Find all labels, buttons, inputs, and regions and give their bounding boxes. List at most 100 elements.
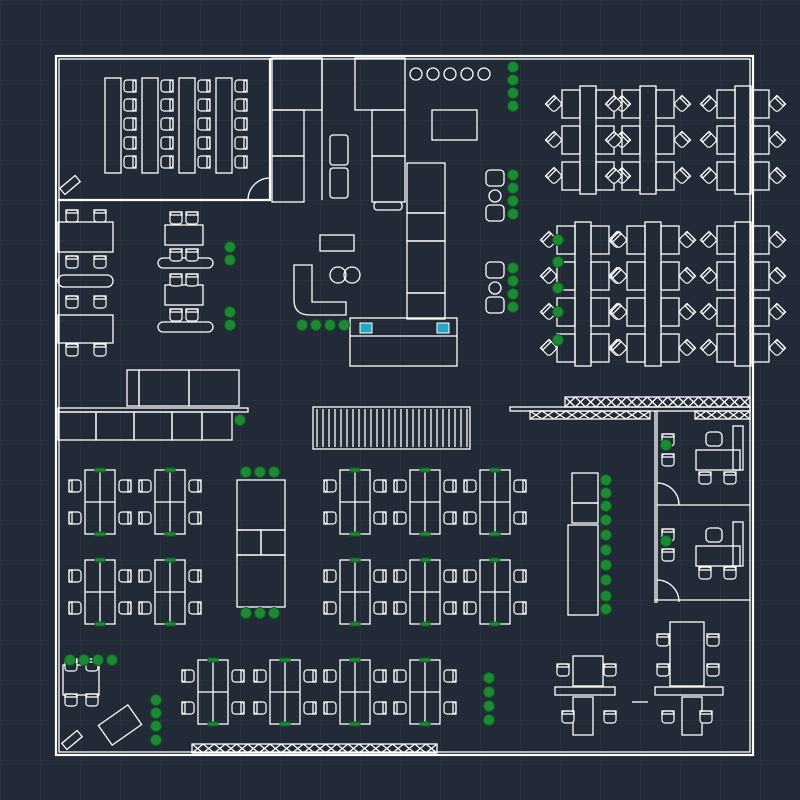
truss-segment: [369, 743, 382, 754]
truss-beams: [191, 396, 751, 754]
chair: [181, 701, 195, 715]
private-offices: [654, 411, 750, 603]
chair: [118, 601, 132, 615]
chair: [138, 601, 152, 615]
chair: [93, 295, 107, 309]
chair: [169, 273, 183, 287]
plant-icon: [234, 414, 246, 426]
plant-icon: [552, 306, 564, 318]
workstation-desk: [750, 89, 770, 119]
chair: [234, 79, 248, 93]
workstation-desk: [660, 297, 680, 327]
truss-segment: [380, 743, 393, 754]
chair: [443, 601, 457, 615]
training-desk: [104, 77, 122, 174]
chair: [443, 669, 457, 683]
cluster-spine: [574, 221, 592, 367]
chair: [185, 211, 199, 225]
chair: [393, 601, 407, 615]
truss-segment: [191, 743, 204, 754]
chair: [197, 155, 211, 169]
workstation-desk: [621, 89, 641, 119]
chair: [513, 601, 527, 615]
chair: [85, 693, 99, 707]
chair: [68, 479, 82, 493]
truss-segment: [577, 410, 591, 420]
chair: [323, 601, 337, 615]
chair: [513, 479, 527, 493]
truss-segment: [585, 396, 597, 408]
chair: [197, 79, 211, 93]
truss-segment: [325, 743, 338, 754]
workstation-desk: [750, 161, 770, 191]
plant-icon: [150, 734, 162, 746]
pod-plant: [419, 531, 431, 537]
desk-pod: [253, 657, 317, 727]
pod-plant: [489, 621, 501, 627]
pod-plant: [489, 557, 501, 563]
plant-icon: [254, 466, 266, 478]
chair: [185, 248, 199, 262]
chair: [188, 601, 202, 615]
tall-cabinets: [236, 472, 599, 616]
truss-segment: [258, 743, 271, 754]
pod-plant: [164, 467, 176, 473]
pod-plant: [419, 467, 431, 473]
chair: [160, 79, 174, 93]
plant-icon: [600, 487, 612, 499]
truss-segment: [716, 410, 729, 420]
plant-icon: [600, 474, 612, 486]
cluster-spine: [734, 221, 752, 367]
workstation-desk: [716, 125, 736, 155]
desk-pod: [323, 557, 387, 627]
plant-icon: [296, 319, 308, 331]
file-cabinets-mid: [57, 369, 249, 441]
truss-segment: [347, 743, 360, 754]
truss-segment: [727, 410, 740, 420]
chair: [443, 569, 457, 583]
pod-plant: [349, 467, 361, 473]
chair: [323, 701, 337, 715]
truss-segment: [269, 743, 282, 754]
cabinet-block-top: [271, 57, 406, 211]
plant-icon: [64, 654, 76, 666]
pod-plant: [164, 621, 176, 627]
truss-segment: [213, 743, 226, 754]
pantry-area: [293, 67, 491, 367]
chair: [197, 98, 211, 112]
chair: [160, 98, 174, 112]
plant-icon: [483, 672, 495, 684]
pod-plant: [419, 621, 431, 627]
truss-segment: [425, 743, 438, 754]
plant-icon: [507, 195, 519, 207]
plant-icon: [600, 574, 612, 586]
workstation-desk: [716, 225, 736, 255]
chair: [188, 479, 202, 493]
door-swing: [58, 174, 82, 196]
workstation-desk: [750, 261, 770, 291]
chair: [160, 155, 174, 169]
reception-desks: [554, 621, 724, 736]
plant-icon: [268, 607, 280, 619]
workstation-desk: [655, 161, 675, 191]
chair: [197, 117, 211, 131]
workstation-clusters-right: [539, 85, 787, 367]
plant-icon: [507, 301, 519, 313]
truss-segment: [667, 396, 679, 408]
chair: [723, 566, 737, 580]
truss-segment: [705, 410, 718, 420]
chair: [188, 569, 202, 583]
desk-pod: [393, 467, 457, 537]
chair: [138, 569, 152, 583]
plant-icon: [338, 319, 350, 331]
chair: [373, 569, 387, 583]
plant-icon: [324, 319, 336, 331]
truss-segment: [646, 396, 658, 408]
truss-segment: [728, 396, 741, 408]
workstation-desk: [716, 261, 736, 291]
chair: [118, 569, 132, 583]
plant-icon: [224, 319, 236, 331]
training-desk: [178, 77, 196, 174]
desk-pod: [68, 557, 132, 627]
